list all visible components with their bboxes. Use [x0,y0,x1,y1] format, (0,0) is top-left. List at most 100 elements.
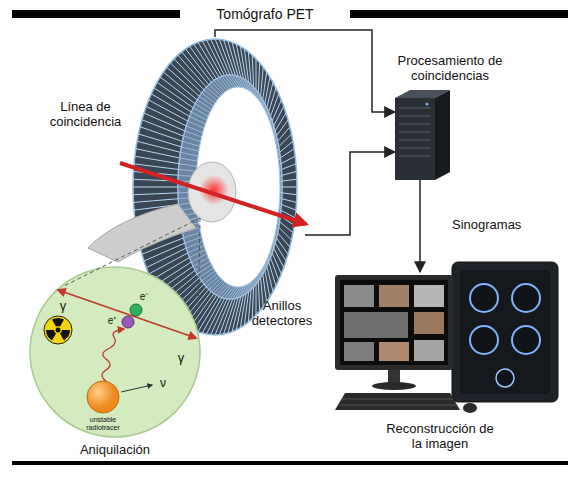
detector-block [246,282,251,293]
zoom-leader [198,218,200,330]
detector-block [225,286,234,298]
detector-block [279,158,281,161]
detector-block [194,295,217,330]
detector-block [157,266,193,291]
detector-block [190,250,206,258]
detector-block [282,193,297,195]
detector-block [190,46,214,80]
detector-block [157,82,193,107]
detector-block [261,268,263,278]
detector-block [270,94,278,117]
detector-block [282,179,297,181]
detector-block [278,233,290,248]
detector-block [238,286,244,298]
server-slot [399,156,431,157]
detector-block [258,63,259,93]
detector-block [146,106,186,126]
detector-block [240,294,246,328]
radiation-core [56,328,61,333]
annihilation-zoom [30,267,200,437]
detector-block [273,126,274,133]
positron [122,316,134,328]
electron-symbol: e⁻ [136,291,152,303]
detector-block [151,257,189,280]
detector-block [146,248,186,268]
detector-block [222,286,232,298]
patient-body [88,204,196,262]
monitor-frame [335,275,453,370]
detector-block [136,216,180,225]
detector-block [219,39,232,75]
detector-block [279,203,281,205]
detector-block [197,100,211,109]
neutrino-symbol: ν [156,377,170,391]
detector-block [195,261,210,270]
flow-arrow [305,152,395,235]
keyboard [335,393,460,410]
bottom-bar [12,461,568,465]
detector-block [230,75,238,87]
detector-block [133,179,178,181]
detector-blocks [133,39,297,335]
detector-block [272,253,281,274]
radiation-blade [46,330,56,340]
detector-block [182,141,199,146]
detector-block [133,172,178,176]
ring-face [133,39,297,335]
detector-block [279,208,281,210]
detector-block [179,169,197,171]
detector-block [261,278,264,307]
pc-fan [470,326,498,354]
detector-block [194,44,217,79]
detector-block [281,164,296,170]
detector-block [135,210,179,217]
detector-block [276,120,288,136]
detector-block [282,172,297,176]
detector-block [193,108,208,116]
detector-block [267,82,273,107]
detector-block [211,82,223,93]
detector-block [279,227,292,240]
detector-block [170,281,201,311]
positron-symbol: e⁺ [104,315,120,327]
detector-block [280,187,282,188]
mouse [463,403,477,413]
detector-block [277,147,278,151]
monitor-screen [340,280,448,365]
title-bar-left [12,10,180,18]
detector-block [185,131,202,137]
detector-block [190,294,214,328]
gamma-symbol: γ [56,299,70,314]
detector-block [190,117,206,125]
detector-block [135,156,179,163]
detector-block [214,80,225,91]
detector-block [178,55,207,87]
detector-block [204,274,217,284]
detector-block [198,297,219,332]
detector-block [265,270,270,297]
scan-thumbnail [344,312,408,338]
pc-fan [496,369,514,387]
computer-illustration [335,262,558,413]
detector-block [181,223,198,227]
detector-block [254,87,257,98]
radiation-blade [60,330,70,340]
detector-block [233,75,240,87]
detector-block [279,222,293,233]
detector-depth [178,75,282,299]
detector-block [144,243,185,261]
detector-block [263,100,265,109]
pc-fan [512,284,540,312]
scan-thumbnail [414,340,444,361]
pc-fan [470,284,498,312]
scan-thumbnail [414,285,444,307]
annihilation-circle: Aniquilaciónγγe⁻e⁺νunstable radiotracer [28,265,202,440]
detector-block [202,271,215,281]
detector-block [274,106,284,126]
detector-block [256,90,259,100]
detector-block [138,134,181,147]
detector-block [227,287,236,299]
detector-block [278,218,280,222]
